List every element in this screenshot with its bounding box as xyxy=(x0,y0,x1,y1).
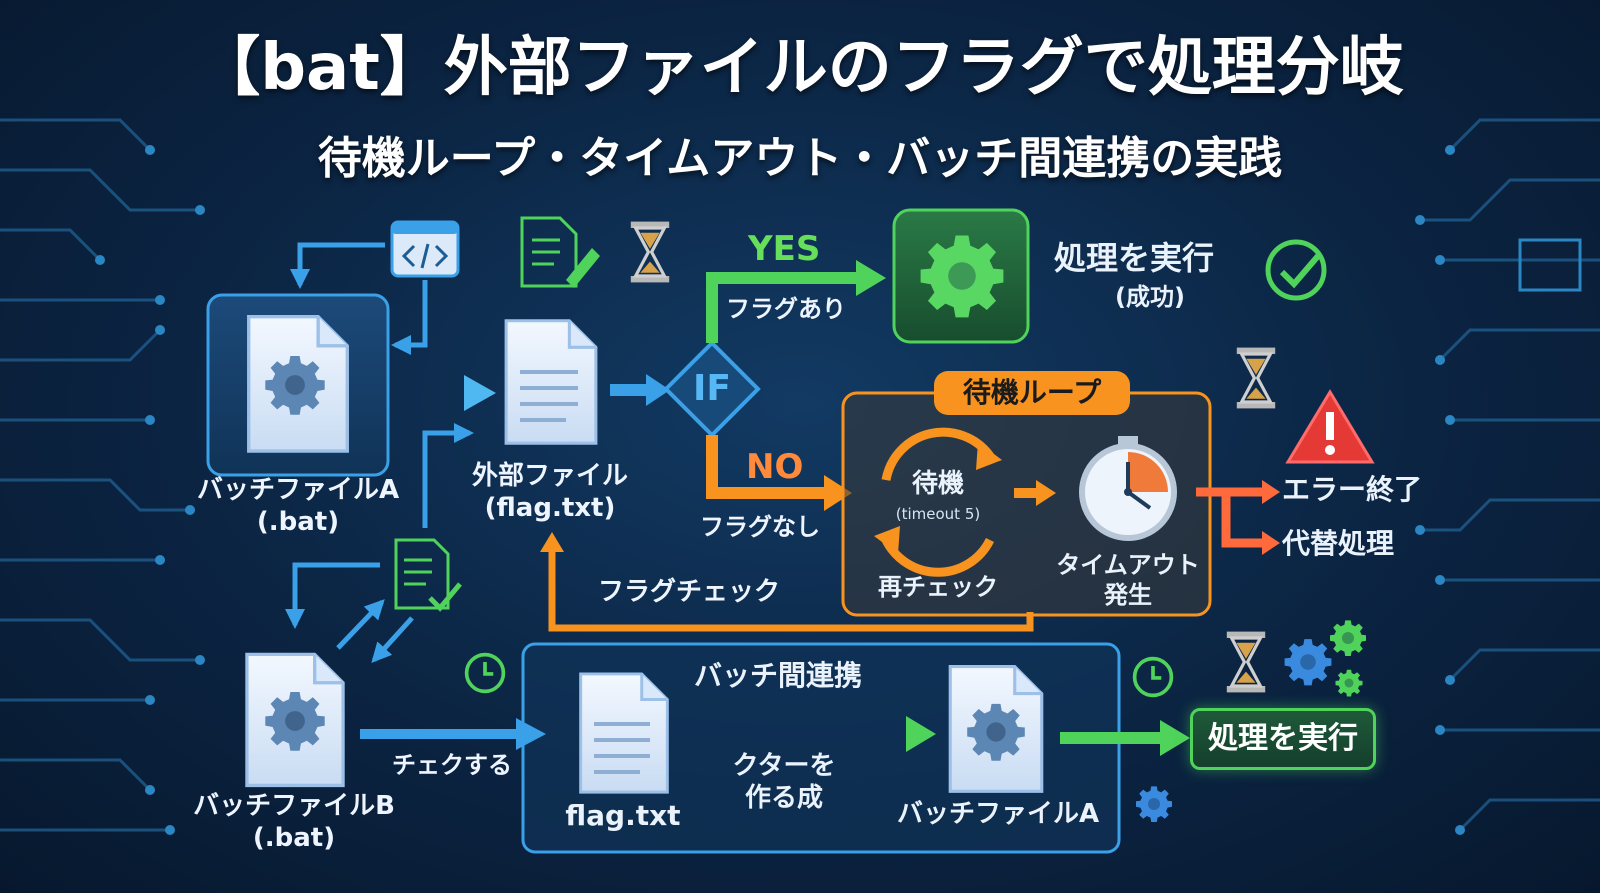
gear-icon-blue-large xyxy=(1284,639,1332,686)
gear-icon-green-small xyxy=(1335,669,1363,697)
batch-a-ext: (.bat) xyxy=(256,507,340,537)
alternate-process-label: 代替処理 xyxy=(1282,527,1395,560)
timeout-label: タイムアウト xyxy=(1056,551,1200,579)
arrow-down-to-batch-b xyxy=(285,562,380,629)
yes-label: YES xyxy=(748,229,821,269)
gear-icon-green-top xyxy=(1330,620,1366,656)
timeout-command-label: (timeout 5) xyxy=(895,505,981,523)
arrow-flag-check-return xyxy=(548,548,1034,632)
check-circle-icon xyxy=(1265,239,1327,301)
create-label-line2: 作る成 xyxy=(744,783,823,813)
success-label: 処理を実行 xyxy=(1054,239,1215,277)
clock-icon-right xyxy=(1132,656,1174,698)
page-subtitle: 待機ループ・タイムアウト・バッチ間連携の実践 xyxy=(317,133,1283,184)
circuit-dots-left xyxy=(95,145,205,835)
flag-present-label: フラグあり xyxy=(726,295,846,323)
arrow-yes-branch xyxy=(706,272,860,343)
refresh-loop-icon xyxy=(881,427,995,577)
flag-absent-label: フラグなし xyxy=(700,513,820,541)
link-flag-document-icon xyxy=(579,672,669,794)
success-gear-icon xyxy=(920,235,1004,318)
edit-document-icon xyxy=(520,216,600,288)
external-file-name: (flag.txt) xyxy=(484,493,616,523)
link-batch-a-gear-icon xyxy=(967,703,1025,761)
create-label-line1: クターを xyxy=(732,751,836,781)
circuit-decoration-left xyxy=(0,118,200,832)
stopwatch-icon xyxy=(1079,436,1177,541)
external-file-document-icon xyxy=(504,319,598,445)
arrow-code-to-batch-a xyxy=(290,242,385,289)
recheck-label: 再チェック xyxy=(878,573,998,601)
arrow-diag-up xyxy=(336,599,385,650)
arrow-batch-b-to-file xyxy=(422,423,474,528)
hourglass-icon-right xyxy=(1235,345,1277,411)
execute-process-button: 処理を実行 xyxy=(1190,708,1376,770)
batch-b-ext: (.bat) xyxy=(252,823,336,853)
batch-link-title: バッチ間連携 xyxy=(694,659,863,692)
circuit-dots-right xyxy=(1415,145,1465,835)
external-file-label: 外部ファイル xyxy=(471,461,628,491)
wait-label: 待機 xyxy=(911,469,964,499)
wait-loop-title: 待機ループ xyxy=(934,371,1130,415)
arrow-code-to-batch-a-2 xyxy=(391,280,428,355)
external-file-lines xyxy=(520,370,578,422)
if-label: IF xyxy=(693,368,731,409)
link-flag-lines xyxy=(594,722,650,774)
error-end-label: エラー終了 xyxy=(1282,473,1423,506)
warning-icon xyxy=(1285,389,1375,464)
circuit-decoration-right xyxy=(1420,118,1600,832)
arrow-no-branch xyxy=(706,435,828,499)
batch-a-gear-icon xyxy=(265,355,325,415)
batch-a-label: バッチファイルA xyxy=(196,475,400,505)
batch-b-gear-icon xyxy=(265,691,325,751)
no-label: NO xyxy=(746,447,804,487)
arrow-diag-down xyxy=(371,616,414,663)
page-title: 【bat】外部ファイルのフラグで処理分岐 xyxy=(196,31,1404,105)
document-check-icon xyxy=(394,538,462,612)
hourglass-icon-top xyxy=(629,219,671,285)
timeout-occurred-label: 発生 xyxy=(1104,581,1152,609)
chip-decoration xyxy=(1518,238,1582,292)
code-window-icon xyxy=(390,220,460,278)
batch-b-label: バッチファイルB xyxy=(193,791,395,821)
flag-check-label: フラグチェック xyxy=(598,577,781,607)
check-label: チェクする xyxy=(392,751,512,779)
success-sub-label: (成功) xyxy=(1115,283,1185,311)
clock-icon-left xyxy=(464,652,506,694)
gear-icon-blue-bottom xyxy=(1136,786,1172,822)
arrow-to-alternate xyxy=(1221,492,1266,548)
hourglass-icon-bottom xyxy=(1225,629,1267,695)
link-batch-a-label: バッチファイルA xyxy=(896,799,1100,829)
link-flag-file-label: flag.txt xyxy=(565,799,681,832)
